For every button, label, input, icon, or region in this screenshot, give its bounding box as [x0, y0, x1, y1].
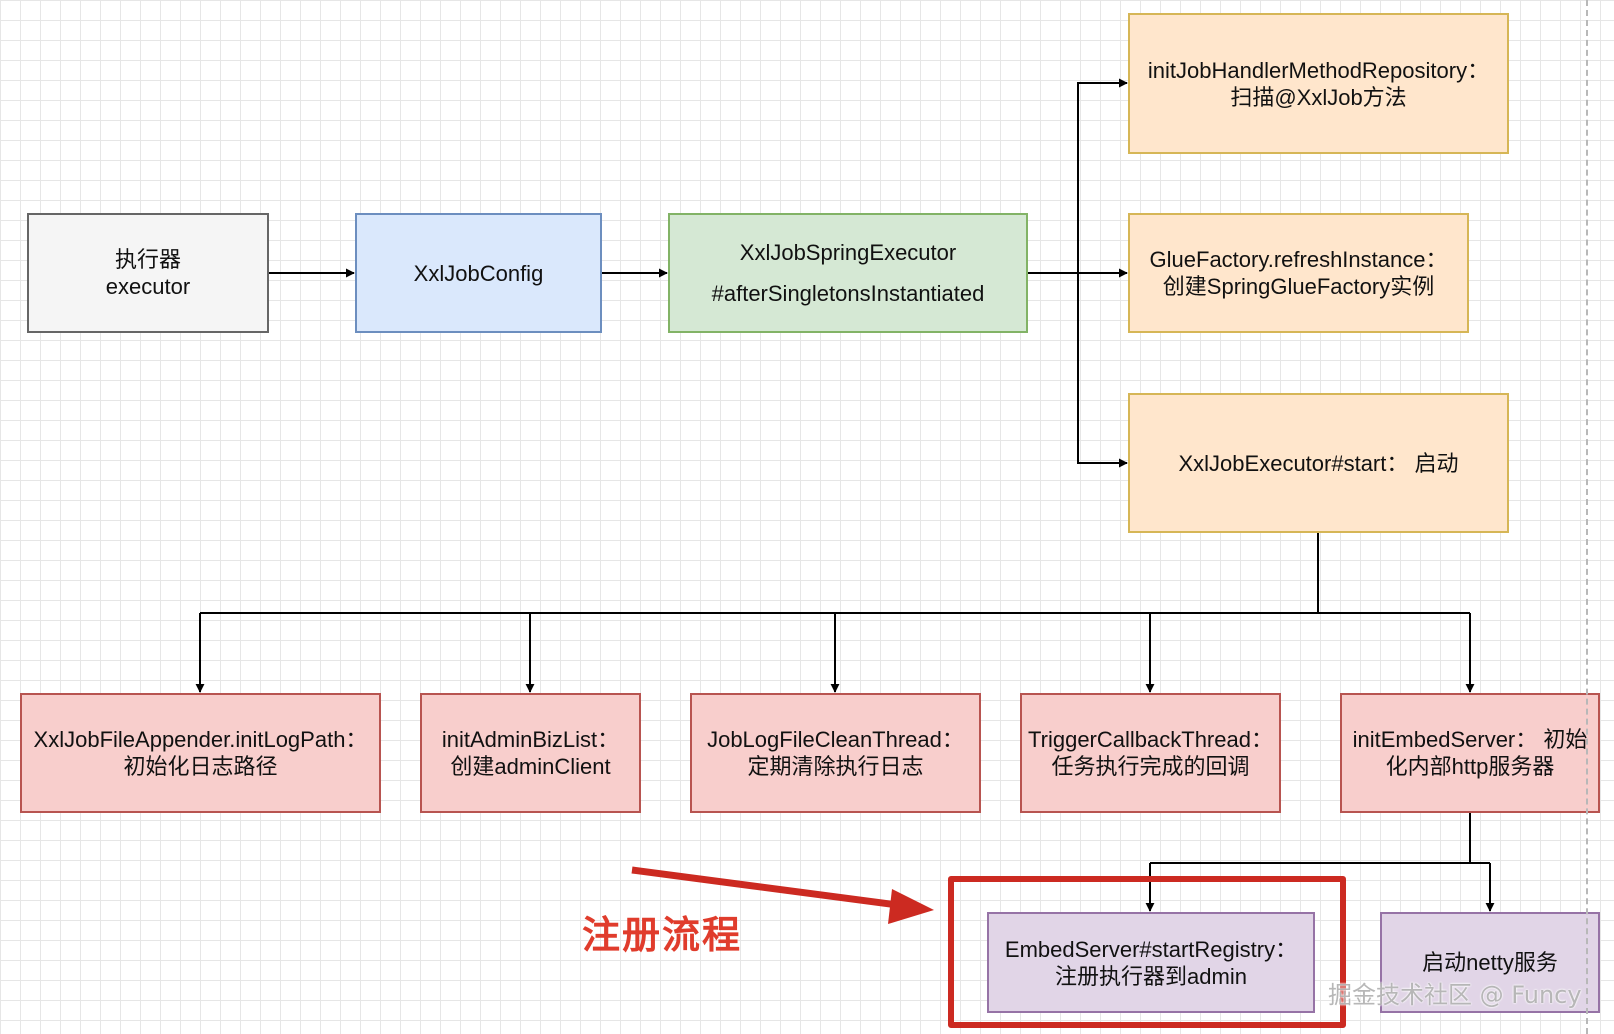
- node-file-appender-line-1: XxlJobFileAppender.initLogPath：: [33, 727, 368, 752]
- node-spring-executor-line-2: #afterSingletonsInstantiated: [711, 281, 985, 306]
- registration-highlight-frame: [948, 876, 1346, 1028]
- node-executor-line-1: 执行器: [114, 247, 181, 272]
- node-glue-factory[interactable]: GlueFactory.refreshInstance： 创建SpringGlu…: [1128, 213, 1469, 333]
- edge-spring-executor-to-executor-start: [1077, 273, 1128, 468]
- node-log-clean-thread[interactable]: JobLogFileCleanThread： 定期清除执行日志: [690, 693, 981, 813]
- node-xxljob-config[interactable]: XxlJobConfig: [355, 213, 602, 333]
- node-start-registry[interactable]: EmbedServer#startRegistry： 注册执行器到admin: [987, 912, 1315, 1013]
- node-executor-start-line-1: XxlJobExecutor#start： 启动: [1178, 450, 1459, 476]
- registration-annotation-label: 注册流程: [582, 913, 743, 957]
- node-init-handler-repository[interactable]: initJobHandlerMethodRepository： 扫描@XxlJo…: [1128, 13, 1509, 154]
- node-embed-server-line-1: initEmbedServer： 初始: [1352, 727, 1588, 752]
- node-executor[interactable]: 执行器 executor: [27, 213, 269, 333]
- node-start-registry-line-2: 注册执行器到admin: [1055, 963, 1247, 989]
- node-embed-server[interactable]: initEmbedServer： 初始 化内部http服务器: [1340, 693, 1600, 813]
- edge-embed-server-trunk: [1150, 813, 1490, 864]
- node-trigger-callback-thread-line-1: TriggerCallbackThread：: [1028, 727, 1273, 752]
- node-spring-executor[interactable]: XxlJobSpringExecutor #afterSingletonsIns…: [668, 213, 1028, 333]
- node-glue-factory-line-1: GlueFactory.refreshInstance：: [1149, 247, 1448, 272]
- node-admin-biz-list-line-2: 创建adminClient: [450, 754, 611, 779]
- page-boundary-rule: [1586, 0, 1588, 1034]
- node-init-handler-repository-line-2: 扫描@XxlJob方法: [1230, 84, 1407, 110]
- node-start-netty-line-1: 启动netty服务: [1422, 950, 1558, 975]
- watermark-text: 掘金技术社区 @ Funcy: [1328, 981, 1582, 1009]
- node-spring-executor-line-1: XxlJobSpringExecutor: [739, 240, 957, 265]
- node-init-handler-repository-line-1: initJobHandlerMethodRepository：: [1147, 57, 1490, 83]
- node-glue-factory-line-2: 创建SpringGlueFactory实例: [1162, 274, 1435, 299]
- edge-executor-start-trunk: [200, 533, 1470, 614]
- node-embed-server-line-2: 化内部http服务器: [1385, 754, 1555, 779]
- node-start-registry-line-1: EmbedServer#startRegistry：: [1004, 936, 1298, 962]
- edge-spring-executor-to-init-handler: [1077, 78, 1128, 273]
- node-start-netty[interactable]: 启动netty服务: [1380, 912, 1600, 1013]
- node-executor-line-2: executor: [105, 274, 191, 299]
- annotation-arrow-head: [888, 889, 934, 924]
- node-trigger-callback-thread-line-2: 任务执行完成的回调: [1051, 754, 1250, 779]
- node-admin-biz-list-line-1: initAdminBizList：: [441, 727, 620, 752]
- node-xxljob-config-line-1: XxlJobConfig: [413, 260, 544, 286]
- node-admin-biz-list[interactable]: initAdminBizList： 创建adminClient: [420, 693, 641, 813]
- node-trigger-callback-thread[interactable]: TriggerCallbackThread： 任务执行完成的回调: [1020, 693, 1281, 813]
- node-file-appender[interactable]: XxlJobFileAppender.initLogPath： 初始化日志路径: [20, 693, 381, 813]
- node-file-appender-line-2: 初始化日志路径: [123, 754, 278, 779]
- node-log-clean-thread-line-2: 定期清除执行日志: [747, 754, 924, 779]
- annotation-arrow-shaft: [631, 866, 906, 910]
- node-executor-start[interactable]: XxlJobExecutor#start： 启动: [1128, 393, 1509, 533]
- node-log-clean-thread-line-1: JobLogFileCleanThread：: [707, 727, 964, 752]
